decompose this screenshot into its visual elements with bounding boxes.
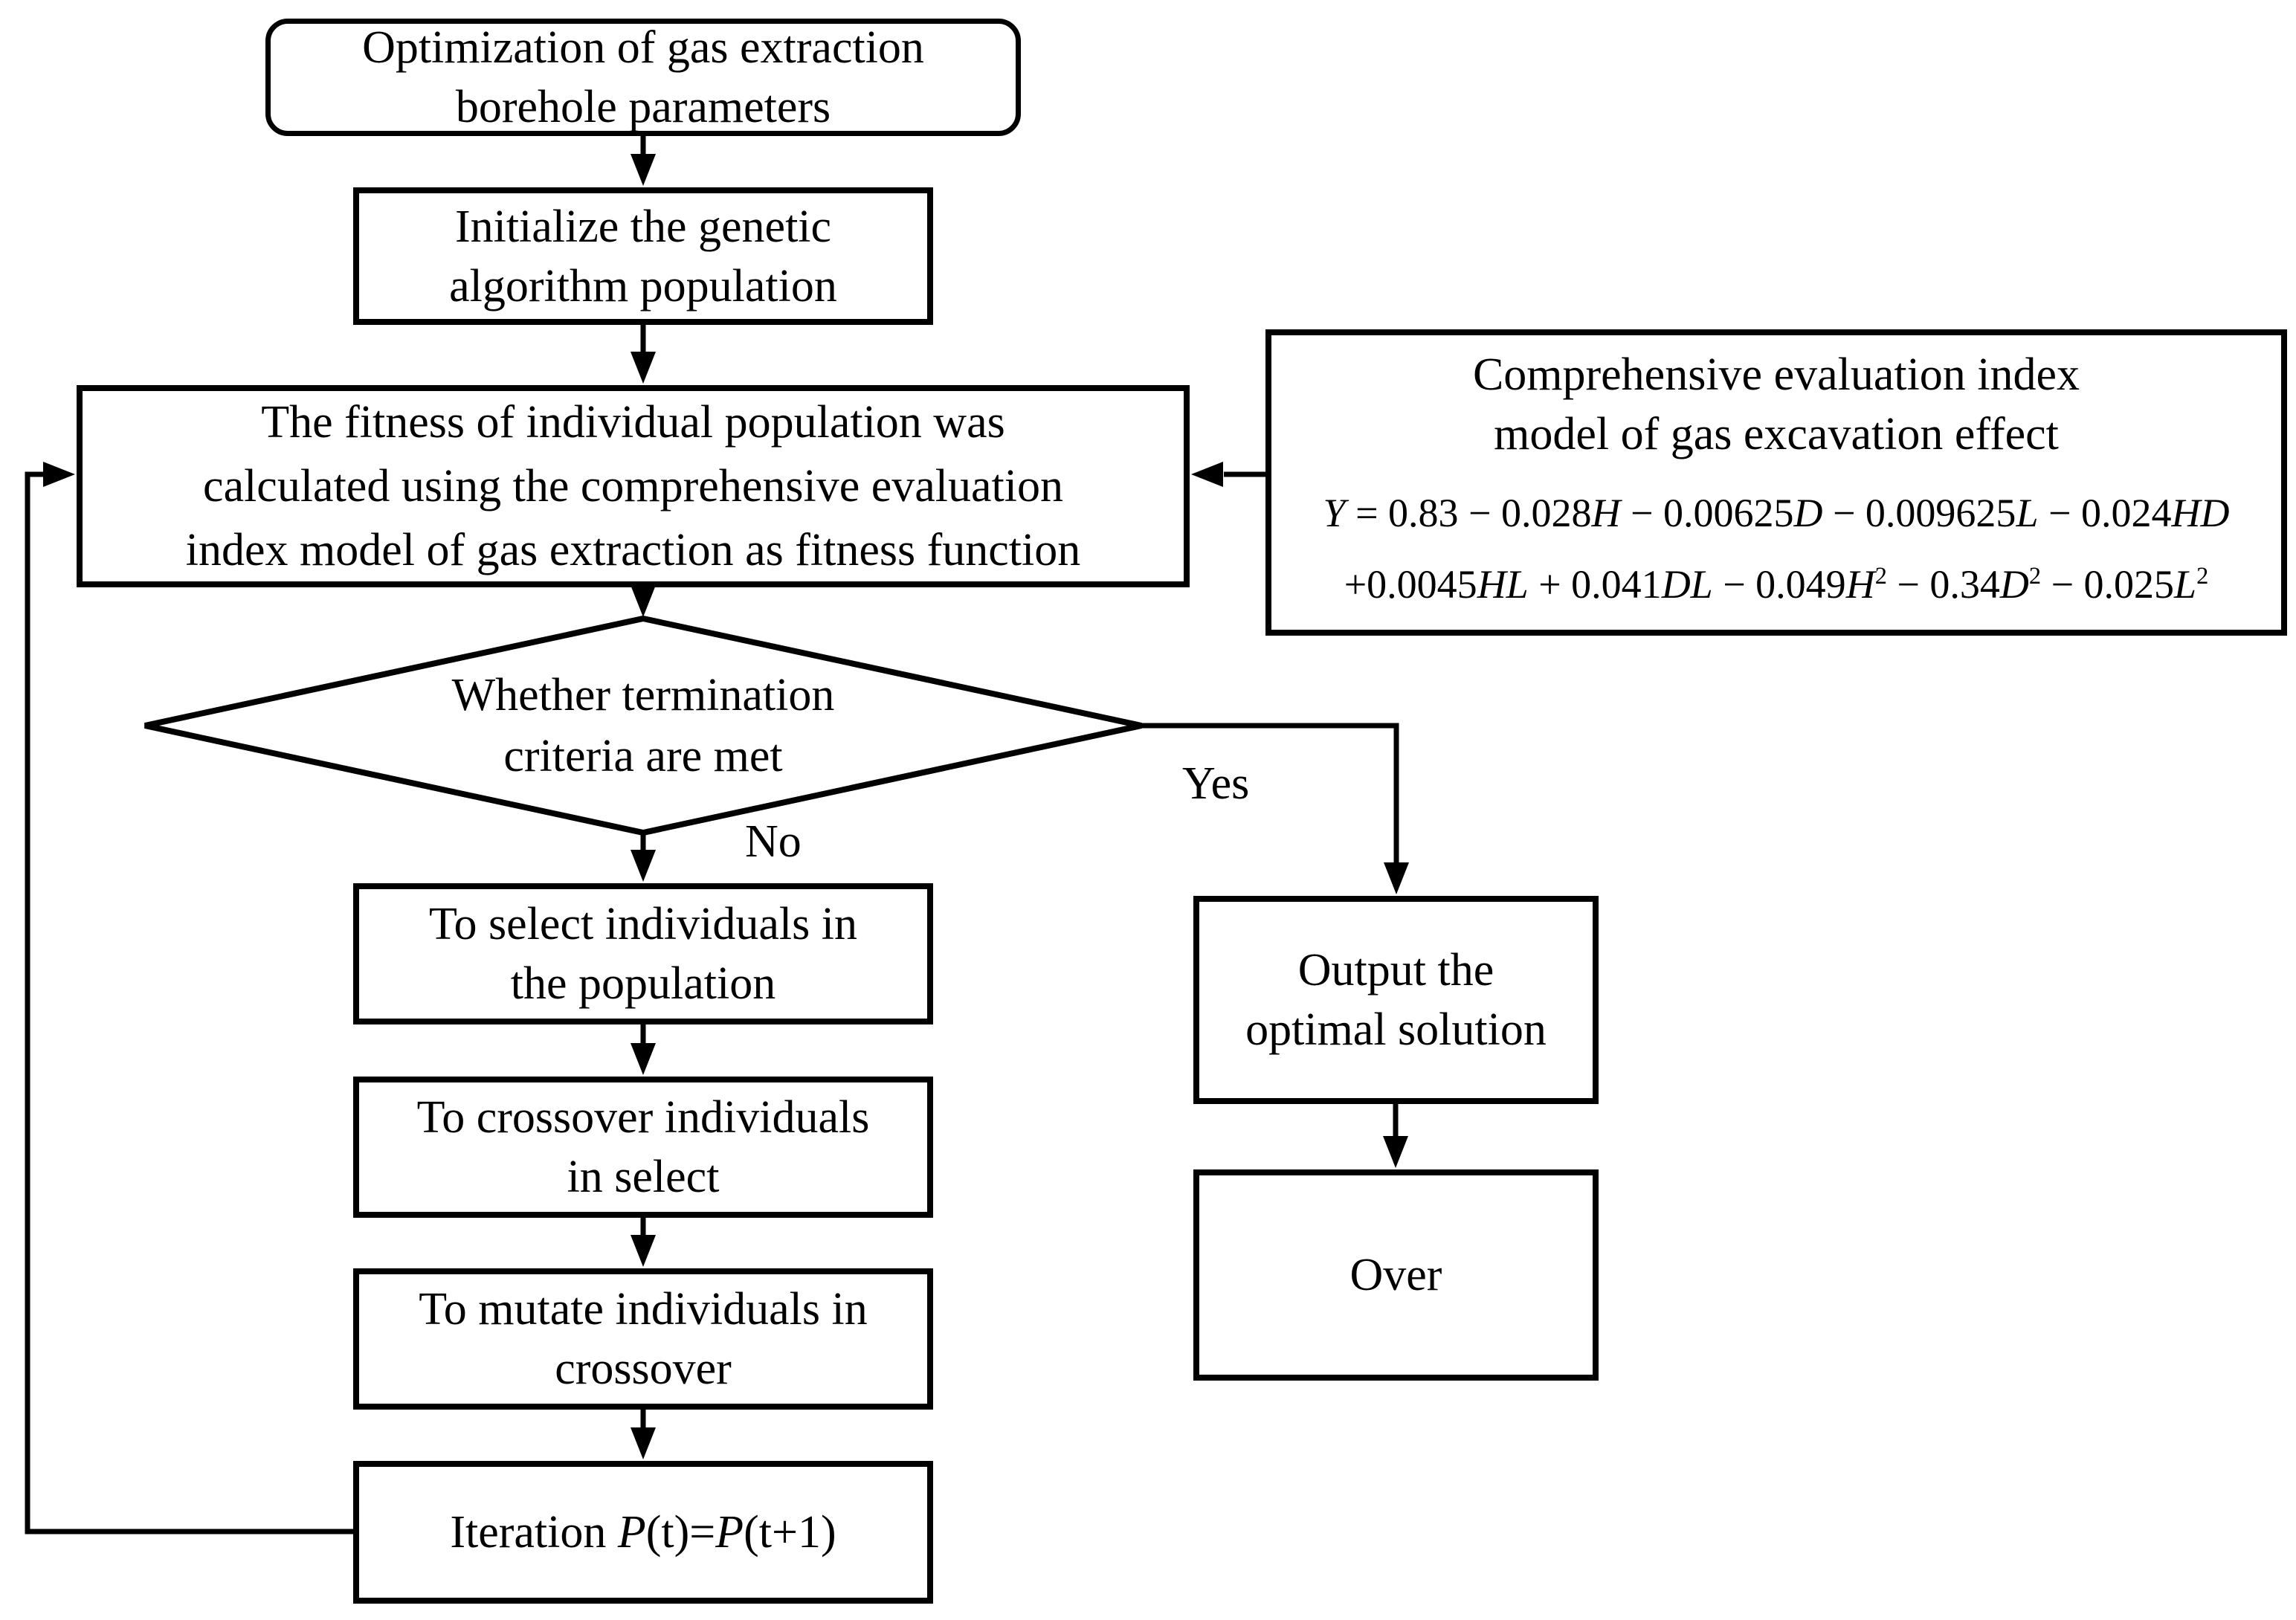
edge-mutate-to-iteration — [631, 1410, 656, 1459]
edge-initialize-to-fitness — [631, 325, 656, 384]
node-initialize-population: Initialize the genetic algorithm populat… — [353, 187, 933, 325]
node-evaluation-model-title-line: Comprehensive evaluation index — [1472, 349, 2080, 400]
node-crossover-individuals: To crossover individuals in select — [353, 1077, 933, 1218]
node-start: Optimization of gas extraction borehole … — [265, 19, 1021, 136]
node-output-line: optimal solution — [1245, 1004, 1547, 1055]
node-iteration: Iteration P(t)=P(t+1) — [353, 1461, 933, 1604]
node-fitness-line: index model of gas extraction as fitness… — [185, 525, 1081, 575]
node-fitness-line: calculated using the comprehensive evalu… — [203, 461, 1063, 512]
edge-label-no: No — [745, 816, 802, 867]
node-fitness-calculation: The fitness of individual population was… — [77, 385, 1190, 587]
node-over-line: Over — [1349, 1250, 1442, 1300]
node-initialize-line: Initialize the genetic — [454, 201, 832, 252]
edge-crossover-to-mutate — [631, 1218, 656, 1267]
node-select-individuals: To select individuals in the population — [353, 883, 933, 1024]
node-over: Over — [1193, 1169, 1599, 1381]
node-mutate-line: To mutate individuals in — [419, 1284, 868, 1335]
node-output-solution: Output the optimal solution — [1193, 896, 1599, 1104]
edge-decision-yes-to-output — [1141, 723, 1409, 894]
node-evaluation-model: Comprehensive evaluation index model of … — [1265, 329, 2287, 636]
node-mutate-line: crossover — [555, 1343, 732, 1394]
node-fitness-line: The fitness of individual population was — [261, 397, 1005, 448]
edge-select-to-crossover — [631, 1024, 656, 1075]
node-start-line: borehole parameters — [455, 82, 831, 132]
edge-label-yes: Yes — [1182, 758, 1250, 809]
node-start-line: Optimization of gas extraction — [362, 22, 924, 73]
node-select-line: To select individuals in — [429, 899, 857, 949]
node-mutate-individuals: To mutate individuals in crossover — [353, 1268, 933, 1410]
edge-model-to-fitness — [1191, 462, 1265, 487]
node-crossover-line: in select — [567, 1152, 720, 1202]
node-output-line: Output the — [1297, 945, 1494, 995]
edge-decision-no-to-select — [631, 833, 656, 882]
model-formula-line-1: Y = 0.83 − 0.028H − 0.00625D − 0.009625L… — [1323, 491, 2230, 535]
node-iteration-label: Iteration P(t)=P(t+1) — [450, 1507, 836, 1558]
node-select-line: the population — [510, 958, 776, 1009]
node-decision-line: criteria are met — [503, 731, 783, 781]
node-decision-line: Whether termination — [451, 670, 835, 720]
node-evaluation-model-title: Comprehensive evaluation index model of … — [1473, 345, 2080, 464]
edge-output-to-over — [1383, 1104, 1408, 1168]
node-evaluation-model-title-line: model of gas excavation effect — [1494, 409, 2059, 459]
node-initialize-line: algorithm population — [449, 260, 837, 312]
edge-iteration-loop-to-fitness — [25, 462, 353, 1535]
node-termination-decision: Whether termination criteria are met — [346, 654, 941, 797]
node-crossover-line: To crossover individuals — [416, 1092, 870, 1143]
model-formula-line-2: +0.0045HL + 0.041DL − 0.049H2 − 0.34D2 −… — [1344, 562, 2209, 607]
edge-fitness-to-decision — [631, 585, 656, 617]
edge-start-to-initialize — [631, 136, 656, 186]
